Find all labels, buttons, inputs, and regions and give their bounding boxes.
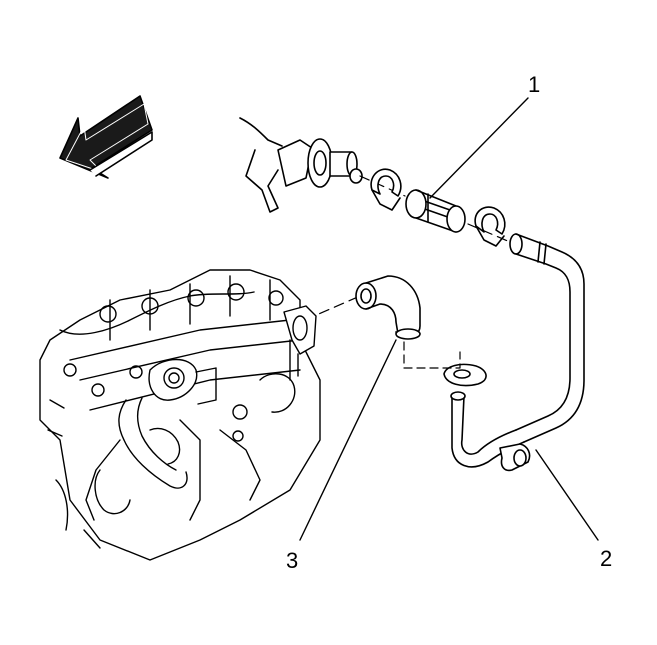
upper-valve-assembly <box>239 117 363 213</box>
hose-clamp-lower <box>474 206 506 247</box>
front-arrow-icon <box>59 95 153 179</box>
callout-label-1: 1 <box>528 72 541 97</box>
engine-block <box>39 269 321 561</box>
part-3-elbow-hose <box>355 275 421 340</box>
hose-clamp-upper <box>370 168 402 211</box>
callout-leaders <box>299 97 599 541</box>
leader-dash-link <box>403 341 461 369</box>
callout-label-2: 2 <box>600 546 613 571</box>
part-2-formed-pipe <box>443 233 585 472</box>
part-1-hose-connector <box>405 189 466 233</box>
callout-label-3: 3 <box>286 548 299 573</box>
